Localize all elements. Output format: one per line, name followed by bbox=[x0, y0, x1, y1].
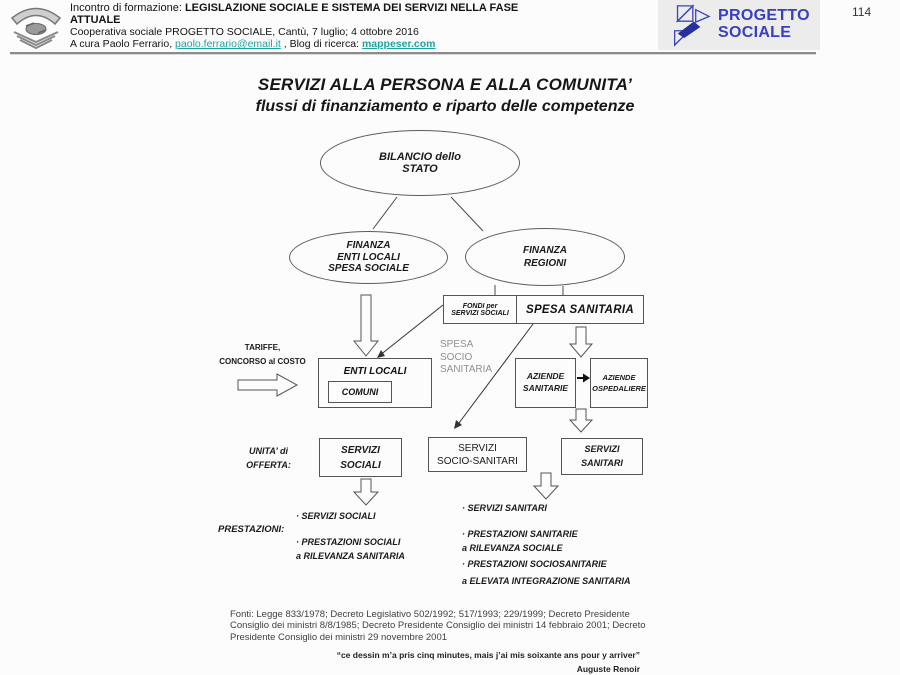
right-arrow-icon bbox=[237, 373, 299, 397]
header-line1: Incontro di formazione: LEGISLAZIONE SOC… bbox=[70, 2, 519, 14]
down-arrow-icon bbox=[352, 478, 380, 506]
list-item: a ELEVATA INTEGRAZIONE SANITARIA bbox=[462, 576, 631, 586]
header-line4: A cura Paolo Ferrario, paolo.ferrario@em… bbox=[70, 38, 436, 51]
node-finanza-enti-locali: FINANZA ENTI LOCALI SPESA SOCIALE bbox=[289, 231, 448, 284]
list-item: · PRESTAZIONI SOCIOSANITARIE bbox=[462, 559, 607, 569]
down-arrow-icon bbox=[352, 294, 380, 357]
list-item: · SERVIZI SOCIALI bbox=[296, 511, 376, 521]
arrowhead-icon bbox=[454, 420, 462, 429]
header-line3: Cooperativa sociale PROGETTO SOCIALE, Ca… bbox=[70, 26, 419, 39]
header-divider bbox=[10, 52, 816, 55]
list-item: a RILEVANZA SOCIALE bbox=[462, 543, 563, 553]
quote-text: “ce dessin m’a pris cinq minutes, mais j… bbox=[336, 650, 640, 660]
node-aziende-sanitarie: AZIENDE SANITARIE bbox=[515, 358, 576, 408]
label-tariffe-concorso: TARIFFE, CONCORSO al COSTO bbox=[219, 343, 306, 367]
arrowhead-icon bbox=[377, 350, 385, 358]
node-servizi-sanitari: SERVIZI SANITARI bbox=[561, 438, 643, 475]
node-enti-locali: ENTI LOCALI COMUNI bbox=[318, 358, 432, 408]
arrowhead-icon bbox=[583, 373, 590, 383]
handshake-book-logo-icon bbox=[10, 7, 62, 50]
down-arrow-icon bbox=[532, 472, 560, 500]
quote-author: Auguste Renoir bbox=[576, 664, 640, 674]
node-servizi-socio-sanitari: SERVIZI SOCIO-SANITARI bbox=[428, 437, 527, 472]
down-arrow-icon bbox=[568, 326, 594, 358]
node-enti-locali-label: ENTI LOCALI bbox=[343, 366, 407, 377]
header-text: Incontro di formazione: LEGISLAZIONE SOC… bbox=[70, 2, 655, 51]
list-item: · SERVIZI SANITARI bbox=[462, 503, 547, 513]
page-number: 114 bbox=[852, 5, 872, 19]
sources-text: Fonti: Legge 833/1978; Decreto Legislati… bbox=[230, 609, 646, 643]
node-finanza-regioni: FINANZA REGIONI bbox=[465, 228, 625, 286]
brand-text: PROGETTO SOCIALE bbox=[718, 7, 810, 41]
prestazioni-right-list: · SERVIZI SANITARI · PRESTAZIONI SANITAR… bbox=[462, 503, 631, 586]
node-fondi-spesa-sanitaria: FONDI per SERVIZI SOCIALI SPESA SANITARI… bbox=[443, 295, 644, 324]
node-spesa-sanitaria: SPESA SANITARIA bbox=[525, 303, 634, 316]
blog-link[interactable]: mappeser.com bbox=[361, 38, 436, 51]
header-line2: ATTUALE bbox=[70, 13, 121, 26]
email-link[interactable]: paolo.ferrario@email.it bbox=[175, 38, 281, 51]
list-item: · PRESTAZIONI SANITARIE bbox=[462, 529, 578, 539]
quote-block: “ce dessin m’a pris cinq minutes, mais j… bbox=[280, 650, 640, 674]
node-comuni: COMUNI bbox=[328, 381, 392, 403]
node-bilancio-stato: BILANCIO dello STATO bbox=[320, 130, 520, 196]
label-unita-offerta: UNITA’ di OFFERTA: bbox=[246, 446, 291, 470]
list-item: a RILEVANZA SANITARIA bbox=[296, 551, 405, 561]
label-spesa-socio-sanitaria: SPESA SOCIO SANITARIA bbox=[440, 339, 493, 375]
brand-logo-box: PROGETTO SOCIALE bbox=[658, 0, 820, 50]
slide-title: SERVIZI ALLA PERSONA E ALLA COMUNITA’ fl… bbox=[40, 75, 850, 116]
progetto-pinwheel-logo-icon bbox=[673, 4, 711, 47]
list-item: · PRESTAZIONI SOCIALI bbox=[296, 537, 401, 547]
slide-title-sub: flussi di finanziamento e riparto delle … bbox=[255, 98, 635, 115]
label-prestazioni: PRESTAZIONI: bbox=[218, 524, 285, 535]
slide-title-main: SERVIZI ALLA PERSONA E ALLA COMUNITA’ bbox=[257, 75, 633, 94]
node-fondi-servizi-sociali: FONDI per SERVIZI SOCIALI bbox=[444, 296, 517, 323]
down-arrow-icon bbox=[568, 408, 594, 433]
prestazioni-left-list: · SERVIZI SOCIALI · PRESTAZIONI SOCIALI … bbox=[296, 511, 405, 561]
node-aziende-ospedaliere: AZIENDE OSPEDALIERE bbox=[590, 358, 648, 408]
node-servizi-sociali: SERVIZI SOCIALI bbox=[319, 438, 402, 477]
